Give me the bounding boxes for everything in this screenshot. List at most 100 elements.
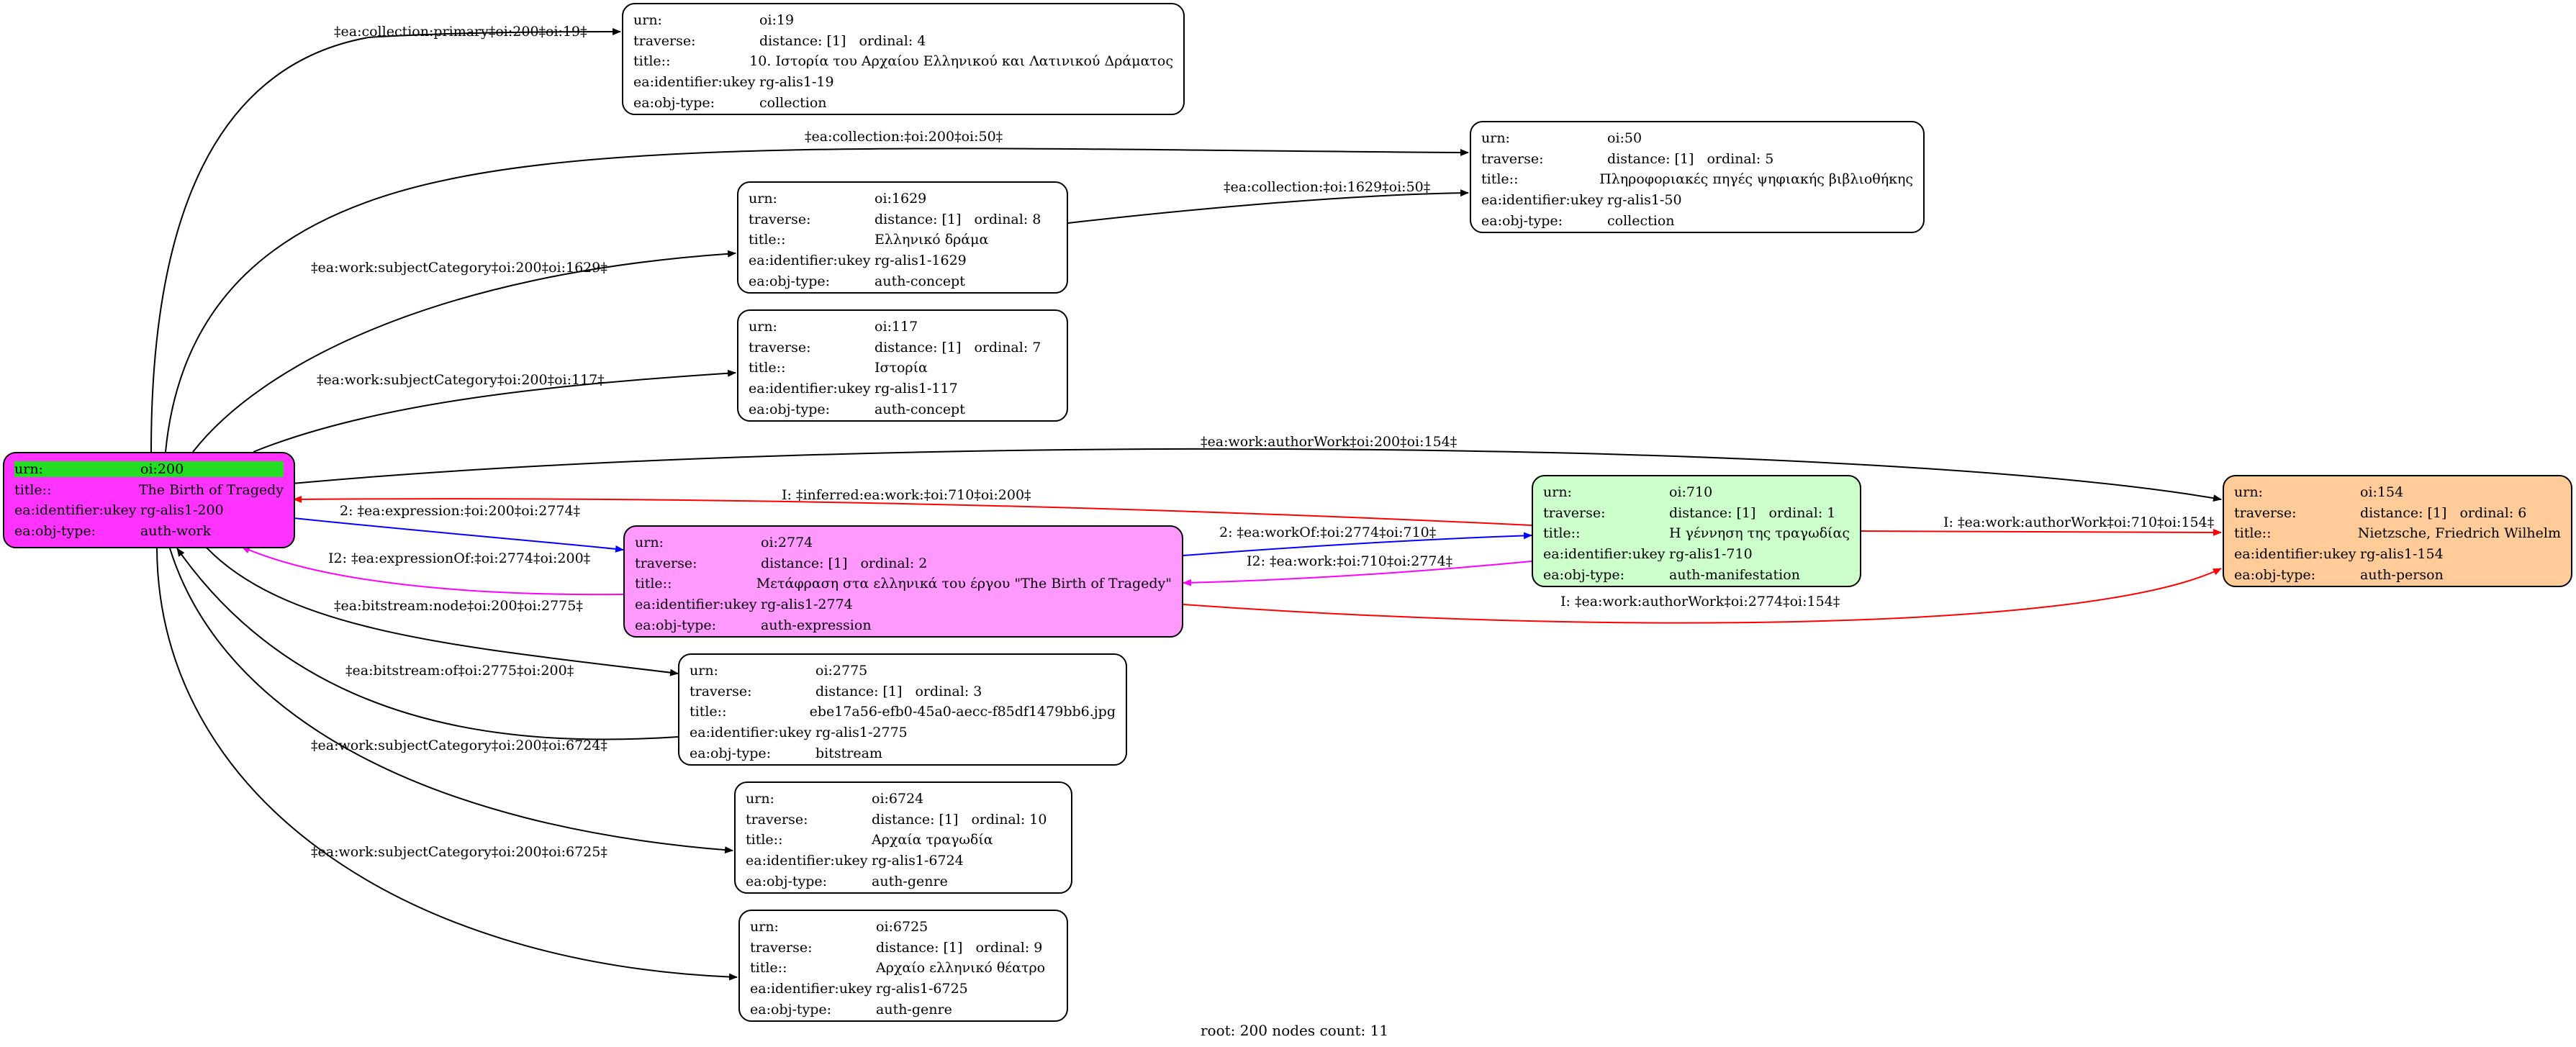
field-label-objtype: ea:obj-type: (2234, 566, 2316, 583)
field-label-traverse: traverse: (1543, 504, 1606, 521)
field-label-title: title:: (750, 960, 787, 976)
edge-label-e6: ‡ea:work:authorWork‡oi:200‡oi:154‡ (1201, 434, 1457, 450)
edge-label-e8: 2: ‡ea:expression:‡oi:200‡oi:2774‡ (340, 503, 580, 519)
node-distance: distance: [1] (875, 211, 962, 227)
field-label-traverse: traverse: (2234, 504, 2297, 521)
field-label-urn: urn: (749, 319, 777, 335)
node-objtype: auth-concept (875, 401, 965, 417)
edge-e1 (150, 28, 621, 453)
node-urn: oi:2775 (815, 663, 868, 679)
field-label-objtype: ea:obj-type: (633, 94, 715, 111)
graph-footer: root: 200 nodes count: 11 (1201, 1022, 1389, 1039)
edge-e7 (293, 495, 1532, 526)
node-ukey: rg-alis1-200 (140, 502, 224, 519)
node-oi200[interactable]: urn:oi:200 title::The Birth of Tragedy e… (3, 452, 295, 548)
node-oi1629[interactable]: urn:oi:1629 traverse:distance: [1]ordina… (737, 181, 1068, 294)
node-ordinal: ordinal: 7 (974, 339, 1041, 355)
node-urn: oi:710 (1669, 484, 1713, 501)
field-label-ukey: ea:identifier:ukey (1543, 546, 1666, 563)
node-oi6724[interactable]: urn:oi:6724 traverse:distance: [1]ordina… (734, 781, 1072, 894)
node-urn: oi:6725 (876, 919, 928, 935)
node-ukey: rg-alis1-117 (875, 381, 958, 397)
edge-e8 (293, 517, 624, 553)
node-title: Μετάφραση στα ελληνικά του έργου "The Bi… (756, 576, 1172, 592)
edge-e13 (1183, 568, 2222, 624)
edge-e16 (169, 548, 733, 854)
node-ordinal: ordinal: 6 (2459, 504, 2527, 521)
node-oi154[interactable]: urn:oi:154 traverse:distance: [1]ordinal… (2223, 475, 2572, 587)
edge-e3 (1067, 189, 1469, 224)
node-ordinal: ordinal: 8 (974, 211, 1041, 227)
node-distance: distance: [1] (815, 683, 903, 699)
node-objtype: auth-concept (875, 273, 965, 289)
node-title: Πληροφοριακές πηγές ψηφιακής βιβλιοθήκης (1599, 171, 1913, 188)
node-objtype: collection (759, 94, 827, 111)
edge-e17 (156, 548, 738, 981)
field-label-title: title:: (1481, 171, 1519, 188)
node-title: Η γέννηση της τραγωδίας (1669, 525, 1850, 542)
field-label-title: title:: (1543, 525, 1581, 542)
node-oi117[interactable]: urn:oi:117 traverse:distance: [1]ordinal… (737, 309, 1068, 422)
edge-label-e9: I2: ‡ea:expressionOf:‡oi:2774‡oi:200‡ (328, 550, 590, 566)
node-title: Ελληνικό δράμα (875, 232, 989, 248)
node-distance: distance: [1] (876, 939, 963, 956)
field-label-urn: urn: (690, 663, 718, 679)
field-label-traverse: traverse: (746, 811, 808, 828)
node-title: The Birth of Tragedy (138, 481, 284, 498)
node-title: Ιστορία (875, 360, 928, 376)
node-ordinal: ordinal: 2 (860, 555, 928, 571)
edge-e15 (176, 548, 679, 740)
node-urn: oi:50 (1607, 130, 1642, 147)
edge-label-e3: ‡ea:collection:‡oi:1629‡oi:50‡ (1224, 179, 1430, 195)
node-ordinal: ordinal: 4 (859, 32, 926, 49)
node-urn: oi:19 (759, 12, 795, 29)
node-urn: oi:2774 (761, 535, 813, 551)
node-ukey: rg-alis1-1629 (875, 253, 967, 269)
field-label-traverse: traverse: (690, 683, 752, 699)
field-label-traverse: traverse: (633, 32, 696, 49)
edge-label-e7: I: ‡inferred:ea:work:‡oi:710‡oi:200‡ (782, 487, 1031, 503)
node-oi6725[interactable]: urn:oi:6725 traverse:distance: [1]ordina… (738, 910, 1068, 1022)
field-label-urn: urn: (1543, 484, 1572, 501)
node-objtype: collection (1607, 212, 1675, 229)
node-title: Αρχαία τραγωδία (872, 832, 993, 848)
node-objtype: auth-manifestation (1669, 566, 1800, 583)
node-ukey: rg-alis1-6725 (876, 981, 968, 997)
node-objtype: auth-work (140, 523, 212, 540)
edge-label-e17: ‡ea:work:subjectCategory‡oi:200‡oi:6725‡ (311, 844, 607, 860)
field-label-ukey: ea:identifier:ukey (14, 502, 137, 519)
field-label-urn: urn: (746, 791, 774, 807)
edge-e9 (241, 546, 624, 596)
node-ordinal: ordinal: 5 (1707, 150, 1774, 167)
field-label-objtype: ea:obj-type: (749, 273, 831, 289)
node-oi19[interactable]: urn:oi:19 traverse:distance: [1]ordinal:… (622, 3, 1185, 115)
edge-label-e10: 2: ‡ea:workOf:‡oi:2774‡oi:710‡ (1219, 525, 1436, 540)
node-title: Nietzsche, Friedrich Wilhelm (2357, 525, 2561, 542)
node-oi2774[interactable]: urn:oi:2774 traverse:distance: [1]ordina… (623, 525, 1183, 638)
edge-e5 (253, 369, 736, 453)
node-oi710[interactable]: urn:oi:710 traverse:distance: [1]ordinal… (1532, 475, 1861, 587)
edge-label-e13: I: ‡ea:work:authorWork‡oi:2774‡oi:154‡ (1560, 594, 1840, 609)
node-ukey: rg-alis1-2775 (815, 725, 908, 741)
edge-e10 (1183, 532, 1532, 556)
node-distance: distance: [1] (759, 32, 846, 49)
node-urn: oi:200 (140, 461, 284, 478)
node-ordinal: ordinal: 1 (1768, 504, 1836, 521)
node-distance: distance: [1] (2360, 504, 2447, 521)
field-label-title: title:: (14, 481, 52, 498)
edge-label-e2: ‡ea:collection:‡oi:200‡oi:50‡ (805, 129, 1003, 145)
node-objtype: auth-genre (872, 873, 948, 889)
field-label-ukey: ea:identifier:ukey (690, 725, 812, 741)
edge-label-e16: ‡ea:work:subjectCategory‡oi:200‡oi:6724‡ (311, 738, 607, 753)
node-urn: oi:1629 (875, 191, 927, 207)
edge-e4 (192, 250, 736, 453)
node-oi2775[interactable]: urn:oi:2775 traverse:distance: [1]ordina… (678, 653, 1127, 766)
field-label-title: title:: (690, 704, 727, 720)
field-label-ukey: ea:identifier:ukey (750, 981, 872, 997)
node-objtype: auth-expression (761, 617, 872, 633)
node-distance: distance: [1] (761, 555, 848, 571)
field-label-urn: urn: (750, 919, 779, 935)
edge-label-e5: ‡ea:work:subjectCategory‡oi:200‡oi:117‡ (317, 372, 605, 388)
node-oi50[interactable]: urn:oi:50 traverse:distance: [1]ordinal:… (1470, 121, 1925, 233)
